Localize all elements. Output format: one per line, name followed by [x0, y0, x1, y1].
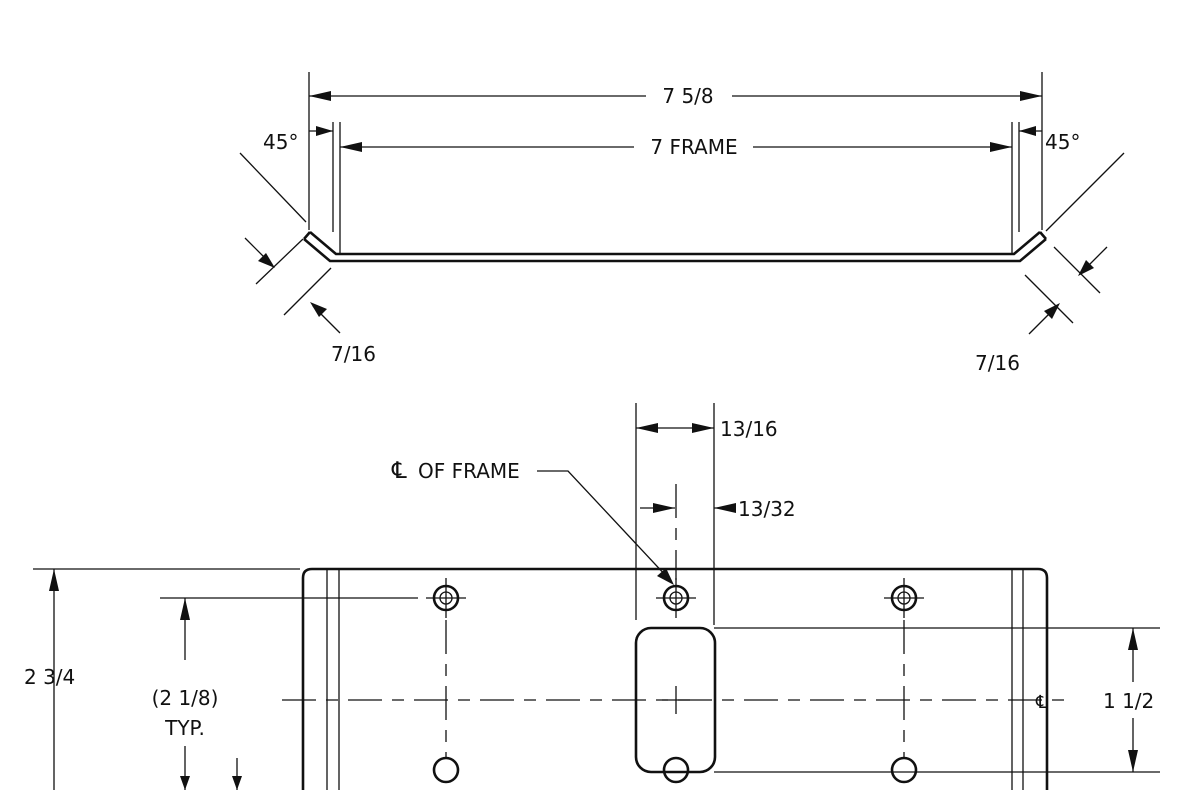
mounting-hole-4: [432, 756, 460, 784]
mounting-hole-5: [662, 756, 690, 784]
frame-profile-inner: [309, 231, 1041, 256]
centerline-symbol-right: ℄: [1035, 692, 1048, 713]
arrow-flange-right-a: [1078, 260, 1094, 276]
dim-frame-width: 7 FRAME: [650, 135, 737, 159]
flange-ext-left-a: [255, 238, 304, 285]
arrow-overall-left: [309, 91, 331, 101]
frame-profile-end-right: [1039, 231, 1047, 240]
mounting-hole-1: [426, 578, 466, 618]
angle-left: 45°: [263, 130, 298, 154]
arrow-flange-right-b: [1044, 303, 1060, 319]
arrow-angle-left: [316, 126, 333, 136]
arrow-opening-left: [636, 423, 658, 433]
flange-left: 7/16: [331, 342, 376, 366]
mounting-hole-3: [884, 578, 924, 618]
dim-opening-height: 1 1/2: [1103, 689, 1154, 713]
centerline-note: OF FRAME: [418, 459, 520, 483]
flange-ext-right-a: [1053, 246, 1101, 294]
front-view: 13/16 13/32 ℄ OF FRAME: [24, 403, 1160, 790]
arrow-height-top: [49, 569, 59, 591]
frame-profile-outer: [303, 238, 1047, 263]
arrow-holes-top: [180, 598, 190, 620]
frame-outline: [301, 567, 1049, 790]
dim-half-opening: 13/32: [738, 497, 796, 521]
dim-opening-width: 13/16: [720, 417, 778, 441]
arrow-holes-bottom: [180, 776, 190, 790]
arrow-half-left: [653, 503, 675, 513]
arrow-holes-bottom-2: [232, 776, 242, 790]
arrow-centerline-leader: [657, 568, 674, 585]
flange-ext-left-b: [283, 267, 332, 316]
centerline-symbol: ℄: [391, 458, 407, 484]
centerline-leader: [537, 470, 669, 579]
mounting-hole-2: [656, 578, 696, 618]
mounting-hole-6: [890, 756, 918, 784]
arrow-angle-right: [1019, 126, 1036, 136]
angle-ext-left: [239, 152, 307, 223]
top-view: 7 5/8 7 FRAME 45° 45° 7/16: [239, 72, 1125, 375]
angle-right: 45°: [1045, 130, 1080, 154]
arrow-opening-right: [692, 423, 714, 433]
dim-hole-spacing: (2 1/8): [152, 686, 219, 710]
flange-ext-right-b: [1024, 274, 1074, 324]
arrow-frame-left: [340, 142, 362, 152]
arrow-frame-right: [990, 142, 1012, 152]
frame-profile-end-left: [303, 231, 311, 240]
dim-overall-width: 7 5/8: [662, 84, 713, 108]
angle-ext-right: [1045, 152, 1125, 232]
arrow-opening-bottom: [1128, 750, 1138, 772]
arrow-overall-right: [1020, 91, 1042, 101]
arrow-opening-top: [1128, 628, 1138, 650]
arrow-flange-left-b: [310, 302, 327, 317]
dim-overall-height: 2 3/4: [24, 665, 75, 689]
arrow-flange-left-a: [258, 253, 275, 268]
flange-right: 7/16: [975, 351, 1020, 375]
dim-hole-spacing-note: TYP.: [164, 716, 205, 740]
arrow-half-right: [714, 503, 736, 513]
